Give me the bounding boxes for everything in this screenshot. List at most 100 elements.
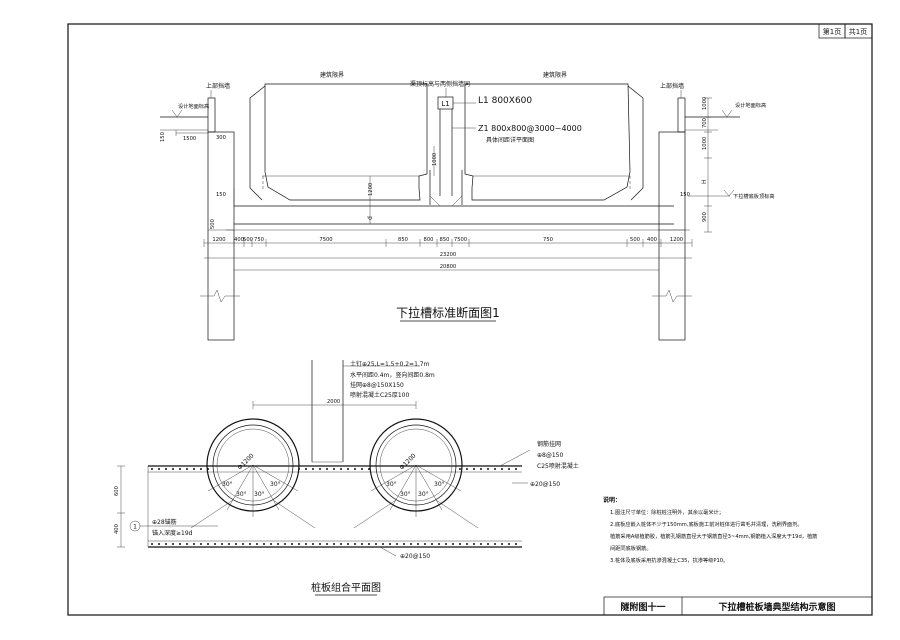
anchor-depth: 锚入深度≥19d (152, 529, 193, 537)
rebar-dot (340, 543, 342, 545)
rebar-dot (466, 468, 468, 470)
rebar-dot (305, 468, 307, 470)
bottom-dim-label: 800 (424, 237, 434, 243)
total-label: 共1页 (849, 27, 867, 36)
top-bolt: 土钉⊕25,L=1.5+0.2=1.7m (350, 360, 430, 368)
rebar-dot (417, 543, 419, 545)
rebar-dot (375, 543, 377, 545)
bottom-dim-label: 750 (254, 237, 264, 243)
anchor-bar (389, 464, 417, 511)
rebar-dot (291, 543, 293, 545)
svg-text:400: 400 (114, 524, 120, 534)
top-wall-left: 上部挡墙 (206, 82, 230, 90)
bottom-dim-label: 850 (398, 237, 408, 243)
rebar-dot (361, 468, 363, 470)
total-23200: 23200 (440, 252, 457, 258)
beam-label: L1 800X600 (478, 96, 532, 106)
svg-text:L1: L1 (441, 100, 449, 108)
note-line-3: 植筋采用A级植筋胶，植筋孔钢筋直径大于钢筋直径3~4mm,钢筋植入深度大于19d… (610, 532, 817, 540)
svg-text:150: 150 (680, 192, 690, 198)
note-line-2: 2.底板应嵌入桩体不少于150mm,底板施工前对桩体进行凿毛并清理，洗刷界面剂。 (610, 520, 803, 528)
svg-text:1000: 1000 (702, 97, 708, 110)
rebar-dot (368, 543, 370, 545)
rebar-dot (473, 543, 475, 545)
marker-1: 1 (133, 524, 137, 531)
rebar-dot (480, 543, 482, 545)
rebar-dot (172, 543, 174, 545)
plan-title: 桩板组合平面图 (311, 581, 381, 594)
rebar-dot (494, 543, 496, 545)
bottom-right: 下拉槽底板顶标高 (733, 192, 775, 200)
rebar-dot (445, 543, 447, 545)
rebar-dot (312, 468, 314, 470)
rebar-dots (151, 468, 517, 545)
svg-text:1000: 1000 (432, 153, 438, 166)
rebar-dot (487, 468, 489, 470)
top-wall-right: 上部挡墙 (660, 82, 684, 90)
ground-left: 设计地面标高 (178, 102, 209, 110)
bolt-spacing: 水平间距0.4m，竖向间距0.8m (350, 371, 435, 379)
rebar-dot (193, 543, 195, 545)
bottom-dim-label: 850 (440, 237, 450, 243)
rebar-dot (179, 468, 181, 470)
anchor-bar (353, 499, 397, 529)
rebar-dot (333, 543, 335, 545)
sheet-border (67, 23, 873, 616)
rebar-dot (396, 543, 398, 545)
svg-text:30°: 30° (270, 481, 281, 488)
rebar-dot (494, 468, 496, 470)
rebar-dot (473, 468, 475, 470)
rebar-dot (228, 543, 230, 545)
svg-text:150: 150 (160, 132, 166, 142)
rebar-dot (319, 543, 321, 545)
rebar-dot (235, 543, 237, 545)
bottom-dim-label: 1200 (212, 237, 225, 243)
rebar-dot (508, 543, 510, 545)
right-mesh: 钢筋挂网 (537, 440, 561, 448)
right-mesh2: ⊕8@150 (537, 452, 563, 459)
column-note: 具体间距详平面图 (486, 136, 534, 144)
bar-left: ⊕28锚筋 (152, 518, 177, 526)
anchor-bar (415, 464, 462, 492)
rebar-dot (186, 543, 188, 545)
rebar-dot (501, 543, 503, 545)
rebar-dot (172, 468, 174, 470)
rebar-dot (151, 468, 153, 470)
rebar-dot (431, 543, 433, 545)
svg-text:H: H (701, 179, 708, 184)
building-limit-left: 建筑限界 (320, 71, 344, 79)
anchor-bar (370, 464, 417, 492)
anchor-bar (252, 464, 299, 492)
rebar-dot (459, 468, 461, 470)
rebar-dot (207, 543, 209, 545)
svg-text:700: 700 (702, 118, 708, 128)
rebar-dot (249, 543, 251, 545)
rebar-dot (200, 468, 202, 470)
svg-text:1000: 1000 (702, 137, 708, 150)
building-limit-right: 建筑限界 (543, 71, 567, 79)
svg-text:30°: 30° (386, 481, 397, 488)
anchor-bar (226, 464, 254, 511)
svg-text:30°: 30° (434, 481, 445, 488)
right-cell (464, 83, 631, 201)
rebar-dot (487, 543, 489, 545)
note-line-4: 间距同底板钢筋。 (610, 544, 652, 552)
rebar-dot (466, 543, 468, 545)
rebar-dot (256, 543, 258, 545)
section-drawing: 设计地面标高 上部挡墙 L1 (160, 71, 775, 341)
rebar-dot (151, 543, 153, 545)
bottom-dim-label: 500 (630, 237, 640, 243)
rebar-dot (214, 543, 216, 545)
svg-text:150: 150 (216, 192, 226, 198)
rebar-dot (389, 543, 391, 545)
rebar-dot (270, 543, 272, 545)
notes: 说明： 1.图注尺寸单位：除桩桩注明外，其余以毫米计； 2.底板应嵌入桩体不少于… (603, 496, 817, 564)
bottom-dim-label: 400 (647, 237, 657, 243)
svg-text:30°: 30° (418, 491, 429, 498)
anchor-bar (252, 464, 280, 511)
mesh: 挂网⊕8@150X150 (350, 381, 404, 389)
rebar-dot (515, 543, 517, 545)
anchor-bar (272, 499, 316, 529)
